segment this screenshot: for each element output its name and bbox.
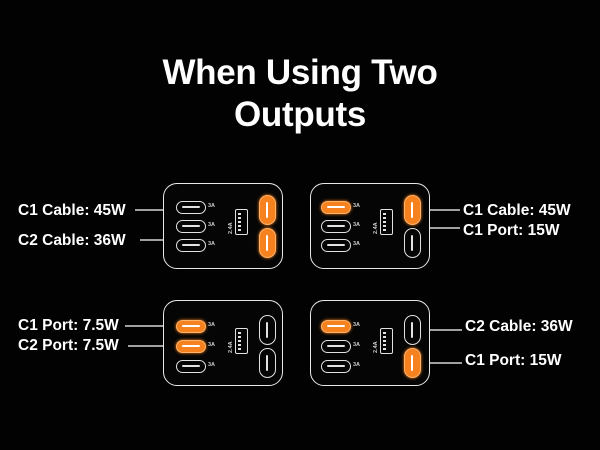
charger-panel-2: 3A 3A 3A 2.4A <box>310 183 430 269</box>
panel-4-label-1: C2 Cable: 36W <box>465 318 573 335</box>
usb-a-port <box>235 209 248 235</box>
amp-label: 3A <box>208 203 216 209</box>
amp-label: 3A <box>208 322 216 328</box>
panel-2-label-2: C1 Port: 15W <box>463 222 560 239</box>
usb-c-port-active <box>321 320 351 333</box>
panel-3-label-1: C1 Port: 7.5W <box>18 317 119 334</box>
usb-c-port <box>176 239 206 252</box>
usb-c-port <box>176 220 206 233</box>
amp-label: 3A <box>208 241 216 247</box>
page-title: When Using Two Outputs <box>0 52 600 136</box>
usb-amp-label: 2.4A <box>228 222 234 234</box>
usb-c-port-active <box>176 340 206 353</box>
title-line-2: Outputs <box>233 95 367 134</box>
charger-panel-1: 3A 3A 3A 2.4A <box>163 183 283 269</box>
usb-c-port-active <box>321 201 351 214</box>
amp-label: 3A <box>353 222 361 228</box>
usb-a-port <box>380 209 393 235</box>
usb-a-port <box>380 328 393 354</box>
usb-c-port <box>321 340 351 353</box>
usb-c-port <box>176 201 206 214</box>
amp-label: 3A <box>208 342 216 348</box>
usb-c-port <box>321 220 351 233</box>
usb-c-port-active <box>259 195 276 225</box>
usb-c-port <box>321 360 351 373</box>
usb-c-port-active <box>259 228 276 258</box>
usb-c-port-active <box>404 348 421 378</box>
amp-label: 3A <box>208 222 216 228</box>
amp-label: 3A <box>353 241 361 247</box>
title-line-1: When Using Two <box>162 53 438 92</box>
amp-label: 3A <box>353 203 361 209</box>
usb-c-port <box>321 239 351 252</box>
usb-amp-label: 2.4A <box>373 341 379 353</box>
amp-label: 3A <box>353 342 361 348</box>
usb-c-port-active <box>404 195 421 225</box>
panel-2-label-1: C1 Cable: 45W <box>463 202 571 219</box>
panel-4-label-2: C1 Port: 15W <box>465 352 562 369</box>
panel-1-label-1: C1 Cable: 45W <box>18 202 126 219</box>
amp-label: 3A <box>353 362 361 368</box>
usb-amp-label: 2.4A <box>373 222 379 234</box>
usb-c-port <box>404 315 421 345</box>
usb-c-port <box>404 228 421 258</box>
panel-3-label-2: C2 Port: 7.5W <box>18 337 119 354</box>
panel-1-label-2: C2 Cable: 36W <box>18 232 126 249</box>
usb-c-port <box>259 315 276 345</box>
usb-amp-label: 2.4A <box>228 341 234 353</box>
amp-label: 3A <box>208 362 216 368</box>
charger-panel-4: 3A 3A 3A 2.4A <box>310 300 430 386</box>
usb-c-port <box>259 348 276 378</box>
usb-c-port-active <box>176 320 206 333</box>
charger-panel-3: 3A 3A 3A 2.4A <box>163 300 283 386</box>
amp-label: 3A <box>353 322 361 328</box>
usb-a-port <box>235 328 248 354</box>
usb-c-port <box>176 360 206 373</box>
